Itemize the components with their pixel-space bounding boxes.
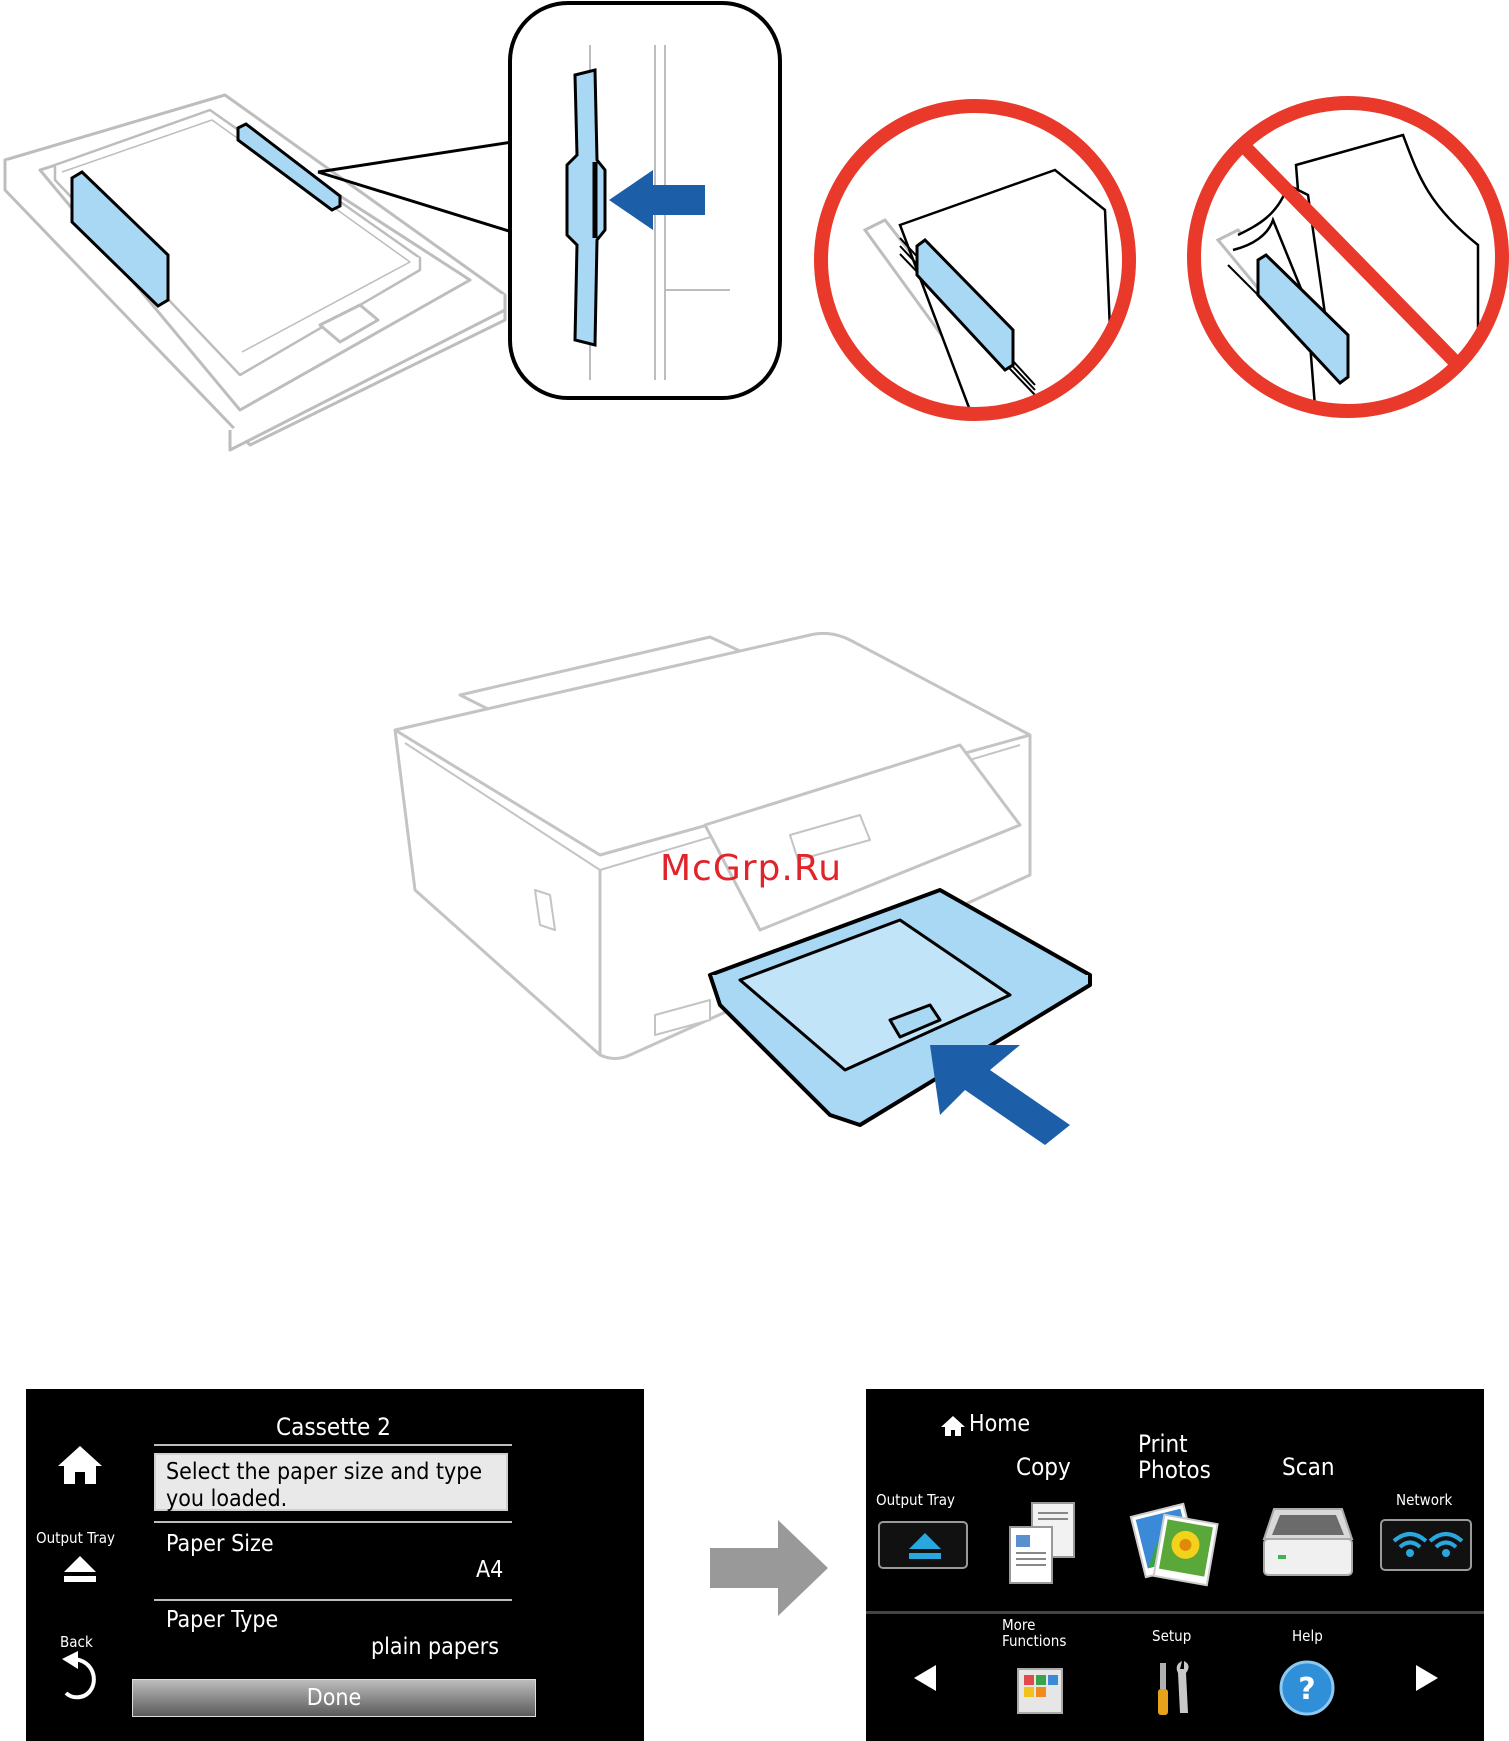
back-label: Back — [60, 1633, 93, 1651]
cassette-settings-screen: Output Tray Back Cassette 2 Select the p… — [26, 1389, 644, 1741]
eject-icon — [907, 1531, 943, 1561]
paper-type-value[interactable]: plain papers — [371, 1634, 499, 1660]
instruction-message: Select the paper size and type you loade… — [154, 1453, 508, 1511]
previous-page-icon[interactable] — [912, 1663, 938, 1693]
output-tray-label: Output Tray — [876, 1491, 955, 1509]
paper-type-label[interactable]: Paper Type — [166, 1607, 278, 1633]
scan-label: Scan — [1282, 1453, 1335, 1481]
home-icon[interactable] — [56, 1444, 104, 1486]
paper-size-label[interactable]: Paper Size — [166, 1531, 274, 1557]
next-page-icon[interactable] — [1414, 1663, 1440, 1693]
correct-loading-icon — [805, 90, 1145, 430]
guide-zoom-callout — [505, 0, 785, 405]
setup-label: Setup — [1152, 1627, 1191, 1645]
back-icon[interactable] — [60, 1651, 100, 1703]
network-button[interactable] — [1380, 1519, 1472, 1571]
more-functions-label: More Functions — [1002, 1617, 1086, 1649]
insert-arrow-icon — [930, 1045, 1070, 1145]
screen-title: Cassette 2 — [276, 1413, 391, 1441]
copy-icon[interactable] — [1006, 1499, 1078, 1587]
copy-label: Copy — [1016, 1453, 1071, 1481]
eject-icon[interactable] — [62, 1554, 98, 1584]
done-button[interactable]: Done — [132, 1679, 536, 1717]
wifi-icon — [1390, 1527, 1466, 1565]
home-screen: Home Output Tray Copy Print Photos Sc — [866, 1389, 1484, 1741]
svg-text:?: ? — [1298, 1672, 1315, 1707]
photos-icon[interactable] — [1128, 1493, 1222, 1589]
help-label: Help — [1292, 1627, 1323, 1645]
incorrect-loading-icon — [1178, 85, 1509, 430]
scanner-icon[interactable] — [1260, 1499, 1356, 1585]
output-tray-button[interactable] — [878, 1521, 968, 1569]
setup-tools-icon[interactable] — [1150, 1657, 1198, 1717]
home-icon — [940, 1415, 966, 1437]
cassette-illustration — [0, 0, 520, 460]
output-tray-label: Output Tray — [36, 1529, 115, 1547]
help-icon[interactable]: ? — [1278, 1659, 1336, 1717]
watermark: McGrp.Ru — [660, 848, 842, 889]
print-photos-label: Print Photos — [1138, 1431, 1228, 1483]
network-label: Network — [1396, 1491, 1452, 1509]
more-functions-icon[interactable] — [1016, 1667, 1064, 1715]
next-step-arrow-icon — [708, 1518, 830, 1618]
paper-size-value[interactable]: A4 — [476, 1557, 503, 1583]
home-title: Home — [969, 1411, 1030, 1437]
